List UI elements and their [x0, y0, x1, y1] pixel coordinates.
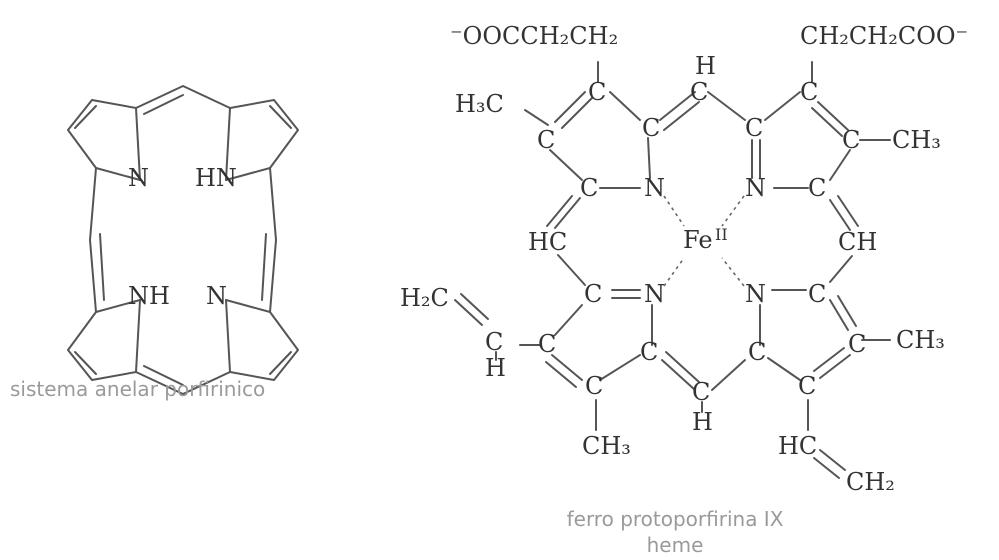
heme-c-bottom-right-beta: C [848, 330, 866, 358]
porphyrin-caption: sistema anelar porfirinico [10, 377, 265, 401]
heme-c-top-left-alpha: C [642, 114, 660, 142]
heme-caption-line1: ferro protoporfirina IX [567, 507, 784, 531]
heme-c-bottom-right-alpha: C [748, 338, 766, 366]
porphyrin-n-bottom-right: N [206, 282, 227, 310]
heme-vinyl-bottom-ch2: CH₂ [846, 468, 895, 496]
porphyrin-n-top-left: N [128, 164, 149, 192]
heme-iron-oxidation-state: II [715, 225, 728, 244]
heme-vinyl-left-ch: C [485, 328, 503, 356]
heme-methyl-top-left: H₃C [455, 90, 504, 118]
heme-c-bottom-left-beta: C [538, 330, 556, 358]
heme-vinyl-left-h: H [485, 354, 506, 382]
heme-caption-line2: heme [647, 533, 704, 557]
heme-c-bottom-left-beta2: C [585, 372, 603, 400]
heme-meso-hc-left: HC [528, 228, 567, 256]
heme-c-top-right-beta: C [800, 78, 818, 106]
heme-structure-diagram: ⁻OOCCH₂CH₂ CH₂CH₂COO⁻ H C C C H₃C C C C … [400, 22, 968, 496]
porphyrin-hn-top-right: HN [195, 164, 237, 192]
porphyrin-ring-diagram: N HN NH N [67, 85, 299, 395]
heme-n-bottom-left: N [644, 280, 665, 308]
heme-c-top-right-beta2: C [842, 126, 860, 154]
heme-c-left-alpha-bottom: C [584, 280, 602, 308]
heme-n-top-right: N [745, 174, 766, 202]
heme-methyl-right-bottom: CH₃ [896, 326, 945, 354]
porphyrin-nh-bottom-left: NH [128, 282, 170, 310]
heme-c-left-alpha-top: C [580, 174, 598, 202]
heme-propionate-left: ⁻OOCCH₂CH₂ [450, 22, 618, 50]
heme-c-top-right-alpha: C [745, 114, 763, 142]
heme-c-top-left-beta: C [588, 78, 606, 106]
heme-c-bottom-right-beta2: C [798, 372, 816, 400]
heme-methyl-right-top: CH₃ [892, 126, 941, 154]
heme-n-bottom-right: N [745, 280, 766, 308]
heme-methyl-bottom: CH₃ [582, 432, 631, 460]
heme-c-bottom-meso: C [692, 378, 710, 406]
heme-c-right-alpha-bottom: C [808, 280, 826, 308]
heme-meso-h-top: H [695, 52, 716, 80]
heme-c-right-alpha-top: C [808, 174, 826, 202]
heme-c-top-left-beta2: C [537, 126, 555, 154]
heme-iron: Fe [683, 226, 713, 254]
heme-c-bottom-left-alpha: C [640, 338, 658, 366]
heme-propionate-right: CH₂CH₂COO⁻ [800, 22, 968, 50]
heme-n-top-left: N [644, 174, 665, 202]
heme-meso-h-bottom: H [692, 408, 713, 436]
heme-vinyl-bottom-hc: HC [778, 432, 817, 460]
heme-c-top-meso: C [690, 78, 708, 106]
heme-meso-ch-right: CH [838, 228, 877, 256]
heme-vinyl-left-ch2: H₂C [400, 284, 449, 312]
